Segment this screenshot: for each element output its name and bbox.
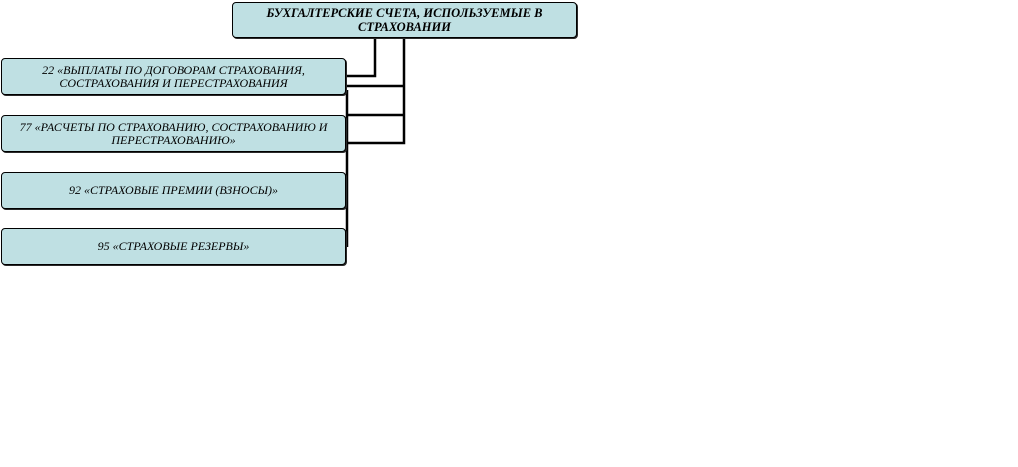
account-node-22: 22 «ВЫПЛАТЫ ПО ДОГОВОРАМ СТРАХОВАНИЯ, СО… bbox=[1, 58, 346, 95]
account-node-label: 77 «РАСЧЕТЫ ПО СТРАХОВАНИЮ, СОСТРАХОВАНИ… bbox=[19, 119, 328, 147]
connector-root-trunk-right bbox=[346, 38, 406, 145]
account-node-95: 95 «СТРАХОВЫЕ РЕЗЕРВЫ» bbox=[1, 228, 346, 265]
account-node-77: 77 «РАСЧЕТЫ ПО СТРАХОВАНИЮ, СОСТРАХОВАНИ… bbox=[1, 115, 346, 152]
account-node-92: 92 «СТРАХОВЫЕ ПРЕМИИ (ВЗНОСЫ)» bbox=[1, 172, 346, 209]
root-node-label: БУХГАЛТЕРСКИЕ СЧЕТА, ИСПОЛЬЗУЕМЫЕ В СТРА… bbox=[266, 6, 543, 34]
account-node-label: 92 «СТРАХОВЫЕ ПРЕМИИ (ВЗНОСЫ)» bbox=[68, 183, 279, 197]
account-node-label: 22 «ВЫПЛАТЫ ПО ДОГОВОРАМ СТРАХОВАНИЯ, СО… bbox=[42, 62, 305, 90]
connector-root-to-22 bbox=[346, 38, 377, 78]
account-node-label: 95 «СТРАХОВЫЕ РЕЗЕРВЫ» bbox=[97, 239, 250, 253]
root-node: БУХГАЛТЕРСКИЕ СЧЕТА, ИСПОЛЬЗУЕМЫЕ В СТРА… bbox=[232, 2, 577, 38]
